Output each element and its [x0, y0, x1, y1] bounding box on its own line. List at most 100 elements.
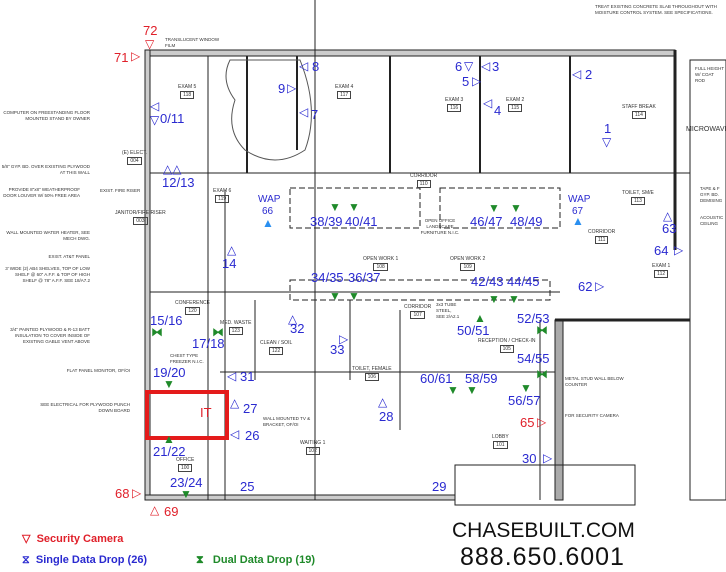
- legend-dual-drop: ⧗ Dual Data Drop (19): [196, 554, 315, 567]
- note: FULL HEIGHT W/ COAT ROD: [695, 66, 725, 83]
- single-drop-icon: ◁: [481, 59, 491, 73]
- single-drop-label: 63: [662, 221, 677, 236]
- single-drop-icon: △: [378, 395, 388, 409]
- single-drop-icon: △: [227, 243, 237, 257]
- dual-drop-label: 58/59: [465, 371, 498, 386]
- dual-drop-label: 23/24: [170, 475, 203, 490]
- security-camera-icon: ▽: [145, 37, 155, 51]
- legend-label: Security Camera: [36, 533, 124, 545]
- single-drop-label: 14: [222, 256, 237, 271]
- company-phone: 888.650.6001: [460, 543, 625, 571]
- wap-label: WAP: [258, 194, 281, 205]
- room-name: TOILET, SM/E: [622, 190, 654, 196]
- single-drop-label: 8: [312, 59, 320, 74]
- single-drop-label: 25: [240, 479, 255, 494]
- dual-drop-label: 54/55: [517, 351, 550, 366]
- room-number: 108: [373, 263, 388, 271]
- room-name: EXAM 2: [506, 97, 525, 103]
- note: 5/8" GYP. BD. OVER EXISTING PLYWOOD AT T…: [1, 164, 90, 175]
- dual-drop-label: 60/61: [420, 371, 453, 386]
- room-number: 111: [594, 236, 609, 244]
- single-drop-label: 31: [240, 369, 255, 384]
- dual-drop-icon: ▼: [180, 487, 192, 501]
- single-drop-icon: ▷: [595, 279, 605, 293]
- single-drop-label: 62: [578, 279, 593, 294]
- room-number: 107: [410, 311, 425, 319]
- single-drop-icon: ▽: [150, 113, 160, 127]
- single-drop-icon: ◁: [483, 96, 493, 110]
- note: COMPUTER ON FREESTANDING FLOOR MOUNTED S…: [3, 110, 90, 121]
- dual-drop-icon: ▼: [488, 201, 500, 215]
- single-drop-label: 67: [572, 206, 584, 217]
- dual-drop-icon: ▼: [348, 200, 360, 214]
- room-number: 101: [493, 441, 508, 449]
- single-drop-label: 3: [492, 59, 500, 74]
- room-number: 106: [364, 373, 379, 381]
- legend-label: Single Data Drop (26): [35, 554, 148, 566]
- dual-drop-label: 38/39: [310, 214, 343, 229]
- note: PROVIDE 8"x8" WEATHERPROOF DOOR LOUVER W…: [3, 187, 80, 198]
- dual-drop-label: 56/57: [508, 393, 541, 408]
- security-camera-icon: ▷: [132, 486, 142, 500]
- room-name: EXAM 1: [652, 263, 671, 269]
- note: CHEST TYPE FREEZER N.I.C.: [170, 353, 204, 364]
- room-number: 110: [416, 180, 431, 188]
- room-number: 112: [654, 270, 669, 278]
- dual-drop-icon: ▼: [348, 289, 360, 303]
- room-name: OPEN WORK 1: [363, 256, 399, 262]
- dual-drop-label: 21/22: [153, 444, 186, 459]
- wap-icon: ▲: [572, 214, 584, 228]
- single-drop-label: 30: [522, 451, 537, 466]
- dual-drop-icon: ▲: [163, 432, 175, 446]
- it-room-label: IT: [200, 405, 212, 420]
- note: METAL STUD WALL BELOW COUNTER: [565, 376, 624, 387]
- room-number: 118: [180, 91, 195, 99]
- wap-icon: ▲: [262, 216, 274, 230]
- dual-drop-label: 48/49: [510, 214, 543, 229]
- single-drop-label: 6: [455, 59, 463, 74]
- room-name: STAFF BREAK: [622, 104, 656, 110]
- note: 3/4" PAINTED PLYWOOD & R-13 BATT INSULAT…: [10, 327, 90, 344]
- dual-drop-label: 15/16: [150, 313, 183, 328]
- dual-drop-icon: ▼: [447, 383, 459, 397]
- dual-drop-label: 46/47: [470, 214, 503, 229]
- dual-drop-icon: ▼: [163, 377, 175, 391]
- room-number: 119: [215, 195, 230, 203]
- single-drop-label: 0/11: [160, 111, 185, 126]
- room-name: EXAM 5: [178, 84, 197, 90]
- single-drop-icon: ◁: [227, 369, 237, 383]
- room-elect: (E) ELECT.004: [122, 150, 147, 165]
- room-name: CORRIDOR: [588, 229, 616, 235]
- room-number: 100: [178, 464, 193, 472]
- single-drop-icon: △△: [163, 162, 182, 176]
- dual-drop-icon: ⧓: [151, 325, 163, 339]
- single-drop-icon: ▽: [602, 135, 612, 149]
- note: 3x3 TUBE STEEL, SEE 2/A2.1: [436, 302, 460, 319]
- security-drop-label: 68: [115, 486, 130, 501]
- legend-single-drop: ⧖ Single Data Drop (26): [22, 554, 147, 567]
- note: EXIST. AT&T PANEL: [48, 254, 90, 259]
- dual-drop-label: 19/20: [153, 365, 186, 380]
- single-drop-label: 2: [585, 67, 593, 82]
- single-drop-label: 66: [262, 206, 274, 217]
- room-name: EXAM 3: [445, 97, 464, 103]
- dual-drop-label: 50/51: [457, 323, 490, 338]
- room-name: RECEPTION / CHECK-IN: [478, 338, 536, 344]
- room-number: 113: [630, 197, 645, 205]
- room-number: 114: [631, 111, 646, 119]
- security-drop-label: 65: [520, 415, 535, 430]
- note: WALL MOUNTED TV & BRACKET, OF/OI: [263, 416, 311, 427]
- note: TRANSLUCENT WINDOW FILM: [165, 37, 220, 48]
- single-drop-icon: ◁: [150, 99, 160, 113]
